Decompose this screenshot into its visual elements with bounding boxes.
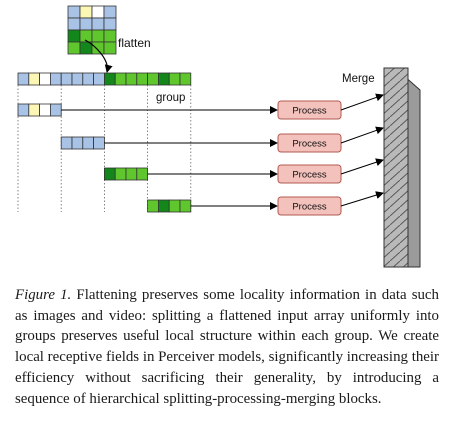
grid-cell bbox=[91, 17, 105, 31]
grid-cell bbox=[67, 5, 81, 19]
grid-cell bbox=[91, 5, 105, 19]
grid-cell bbox=[103, 17, 117, 31]
flat-cell bbox=[82, 72, 95, 86]
group-cell bbox=[168, 199, 181, 213]
process-to-merge-arrow bbox=[340, 158, 384, 175]
grid-cell bbox=[67, 41, 81, 55]
flat-cell bbox=[157, 72, 170, 86]
flat-cell bbox=[93, 72, 105, 86]
process-label: Process bbox=[292, 170, 327, 181]
group-cell bbox=[125, 167, 138, 181]
process-to-merge-arrow bbox=[340, 191, 384, 207]
flatten-label: flatten bbox=[118, 36, 151, 50]
figure-caption: Figure 1. Flattening preserves some loca… bbox=[15, 285, 439, 409]
merge-label: Merge bbox=[342, 73, 375, 85]
group-cell bbox=[17, 103, 30, 117]
group-cell bbox=[157, 199, 170, 213]
flat-cell bbox=[147, 72, 159, 86]
merge-block bbox=[383, 67, 409, 268]
flat-cell bbox=[104, 72, 116, 86]
group-cell bbox=[136, 167, 149, 181]
flat-cell bbox=[125, 72, 138, 86]
flat-cell bbox=[60, 72, 73, 86]
group-cell bbox=[179, 199, 192, 213]
grid-cell bbox=[67, 29, 81, 43]
process-label: Process bbox=[292, 106, 327, 117]
flat-cell bbox=[71, 72, 84, 86]
group-cell bbox=[82, 136, 95, 150]
process-to-merge-arrow bbox=[340, 126, 384, 144]
group-label: group bbox=[156, 92, 185, 104]
grid-cell bbox=[79, 17, 93, 31]
group-cell bbox=[71, 136, 84, 150]
flattened-array bbox=[17, 72, 192, 86]
flat-cell bbox=[136, 72, 149, 86]
flat-cell bbox=[39, 72, 51, 86]
group-cell bbox=[147, 199, 159, 213]
group-cell bbox=[104, 167, 116, 181]
grid-cell bbox=[103, 5, 117, 19]
flat-cell bbox=[28, 72, 40, 86]
process-to-merge-arrow bbox=[340, 93, 384, 111]
flat-cell bbox=[179, 72, 192, 86]
flatten-arrow bbox=[84, 39, 113, 73]
group-cell bbox=[114, 167, 127, 181]
group-cell bbox=[39, 103, 51, 117]
grid-cell bbox=[67, 17, 81, 31]
grid-cell bbox=[103, 29, 117, 43]
group-cell bbox=[60, 136, 73, 150]
grid-cell bbox=[103, 41, 117, 55]
process-label: Process bbox=[292, 202, 327, 213]
group-cell bbox=[50, 103, 62, 117]
group-cell bbox=[28, 103, 40, 117]
process-label: Process bbox=[292, 139, 327, 150]
flat-cell bbox=[114, 72, 127, 86]
grid-cell bbox=[91, 29, 105, 43]
flat-cell bbox=[50, 72, 62, 86]
figure-diagram: flatten group ProcessProcessProcessProce… bbox=[17, 5, 421, 268]
grid-cell bbox=[91, 41, 105, 55]
figure-label: Figure 1. bbox=[15, 287, 72, 303]
input-grid bbox=[67, 5, 117, 55]
flat-cell bbox=[168, 72, 181, 86]
flat-cell bbox=[17, 72, 30, 86]
caption-text: Flattening preserves some locality infor… bbox=[15, 287, 439, 407]
group-cell bbox=[93, 136, 105, 150]
grid-cell bbox=[79, 5, 93, 19]
